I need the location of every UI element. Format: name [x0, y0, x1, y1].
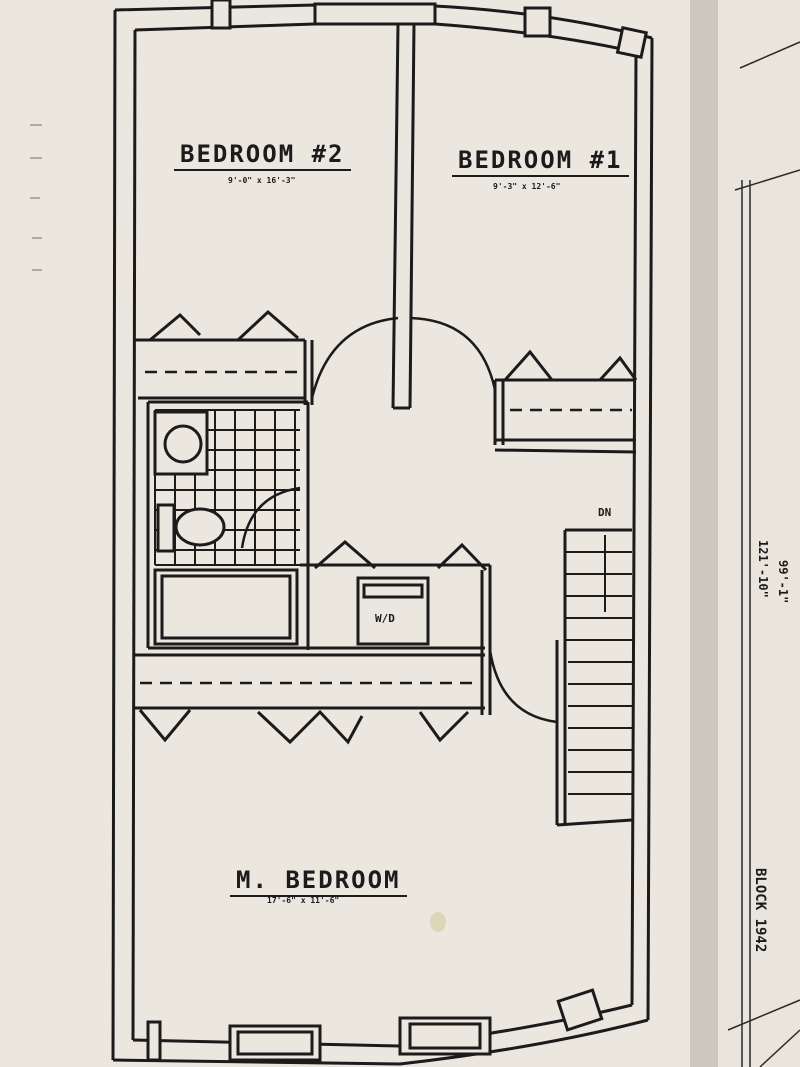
- bedroom2-dims: 9'-0" x 16'-3": [228, 176, 296, 185]
- sink-basin: [163, 424, 203, 464]
- right-page: [718, 0, 800, 1067]
- master-bedroom-dims: 17'-6" x 11'-6": [267, 896, 340, 905]
- stair-down-label: DN: [598, 506, 612, 519]
- adjacent-dimension-b: 121'-10": [756, 540, 770, 598]
- bottom-windows: [146, 988, 604, 1062]
- master-bedroom-title: M. BEDROOM: [230, 866, 407, 897]
- bedroom2-title: BEDROOM #2: [174, 140, 351, 171]
- toilet-tank: [156, 503, 176, 553]
- bathtub: [153, 568, 299, 646]
- block-label: BLOCK 1942: [752, 868, 768, 953]
- toilet-bowl: [174, 507, 226, 547]
- closet-rods: [140, 370, 632, 685]
- interior-walls: [135, 23, 637, 827]
- top-windows: [210, 0, 649, 59]
- bath-fixtures: [153, 410, 299, 646]
- margin-marks: [30, 124, 42, 271]
- bifold-doors: [138, 309, 638, 745]
- page-gutter: [690, 0, 720, 1067]
- stair-treads: [565, 535, 632, 795]
- stain: [430, 912, 446, 932]
- adjacent-dimension-a: 99'-1": [776, 560, 790, 604]
- washer-dryer: [356, 576, 430, 646]
- bedroom1-dims: 9'-3" x 12'-6": [493, 182, 561, 191]
- washer-dryer-label: W/D: [375, 612, 395, 625]
- bedroom1-title: BEDROOM #1: [452, 146, 629, 177]
- left-page: [0, 0, 715, 1067]
- adjacent-page-lines: [727, 41, 800, 1067]
